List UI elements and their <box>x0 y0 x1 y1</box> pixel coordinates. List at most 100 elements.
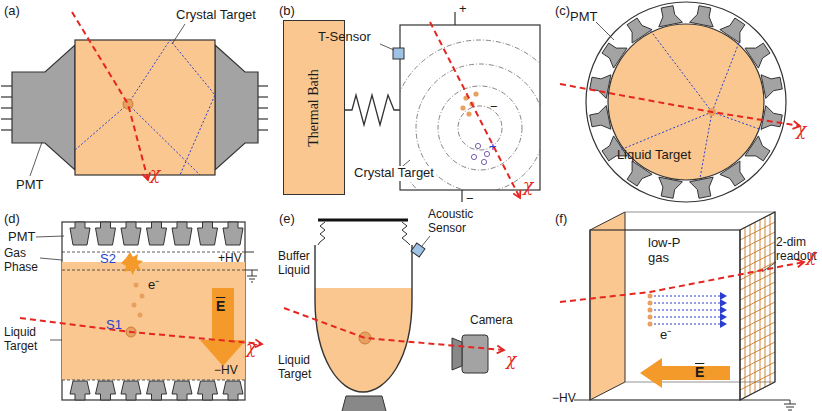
polarity-sign: + <box>459 2 467 17</box>
field-label: E <box>216 298 225 314</box>
pmt-pin <box>1 85 12 86</box>
pmt-symbol <box>147 381 167 400</box>
readout-grid <box>740 362 775 380</box>
readout-grid <box>740 372 775 390</box>
pmt-symbol <box>602 43 627 68</box>
particle-label: χ <box>506 350 516 370</box>
panel-label: (f) <box>555 212 567 227</box>
readout-grid <box>740 282 775 300</box>
polarity-sign: − <box>466 192 474 207</box>
readout-grid <box>740 342 775 360</box>
pmt-symbol <box>745 136 770 161</box>
panel-label: (b) <box>279 4 295 19</box>
panel-label: (d) <box>4 212 20 227</box>
pmt-symbol <box>590 106 611 130</box>
particle-label: χ <box>806 246 816 266</box>
signal-label: S1 <box>106 318 122 333</box>
pmt-symbol <box>745 43 770 68</box>
pmt-symbol <box>627 161 652 186</box>
panel-label: (e) <box>279 212 295 227</box>
charge-sign: + <box>489 140 497 155</box>
readout-grid <box>770 215 771 385</box>
part-label: Buffer Liquid <box>278 250 318 278</box>
pmt-symbol <box>223 381 243 400</box>
drift-arrow <box>654 295 726 296</box>
pmt-symbol <box>659 6 683 27</box>
part-label: Acoustic Sensor <box>428 208 490 236</box>
drift-arrow <box>654 323 726 324</box>
pmt-symbol <box>198 381 218 400</box>
part-label: T-Sensor <box>318 30 371 45</box>
panel-label: (c) <box>555 4 570 19</box>
particle-label: χ <box>523 176 533 196</box>
part-label: Gas Phase <box>4 247 40 275</box>
pmt-symbol <box>627 18 652 43</box>
readout-grid <box>740 352 775 370</box>
pmt-pin <box>1 107 12 108</box>
thermal-bath-box: Thermal Bath <box>283 20 345 195</box>
readout-grid <box>740 252 775 270</box>
pmt-symbol <box>761 106 782 130</box>
pmt-symbol <box>720 161 745 186</box>
readout-grid <box>740 302 775 320</box>
pmt-symbol <box>96 381 116 400</box>
pmt-symbol <box>147 222 167 245</box>
pmt-pin <box>258 107 268 108</box>
pmt-pin <box>1 96 12 97</box>
particle-label: χ <box>796 120 806 140</box>
drift-arrow <box>654 309 726 310</box>
readout-grid <box>740 242 775 260</box>
drift-arrow <box>654 316 726 317</box>
readout-grid <box>740 332 775 350</box>
pmt-symbol <box>96 222 116 245</box>
signal-label: S2 <box>100 252 116 267</box>
pmt-symbol <box>121 222 141 245</box>
electron-dot <box>648 301 653 306</box>
charge-label: e⁻ <box>148 278 159 293</box>
part-label: Liquid Target <box>4 326 50 354</box>
part-label: Crystal Target <box>352 166 436 181</box>
readout-grid <box>740 292 775 310</box>
voltage-label: −HV <box>552 392 576 406</box>
readout-grid <box>745 227 746 397</box>
pmt-symbol <box>690 6 714 27</box>
pmt-symbol <box>223 222 243 245</box>
pmt-symbol <box>172 222 192 245</box>
pmt-pin <box>258 96 268 97</box>
readout-grid <box>750 225 751 395</box>
pmt-symbol <box>172 381 192 400</box>
drift-arrow <box>654 302 726 303</box>
electron-dot <box>648 308 653 313</box>
pmt-symbol <box>761 75 782 99</box>
part-label: Camera <box>470 314 513 328</box>
panel-label: (a) <box>4 4 20 19</box>
part-label: Liquid Target <box>278 354 318 382</box>
part-label: Liquid Target <box>616 148 692 163</box>
electron-dot <box>648 315 653 320</box>
particle-label: χ <box>150 164 160 184</box>
pmt-symbol <box>659 177 683 198</box>
part-label: low-P gas <box>648 236 692 266</box>
readout-grid <box>740 312 775 330</box>
pmt-symbol <box>121 381 141 400</box>
electron-dot <box>648 322 653 327</box>
readout-grid <box>740 272 775 290</box>
field-label: E <box>695 364 704 380</box>
pmt-symbol <box>590 75 611 99</box>
charge-label: e⁻ <box>660 328 671 343</box>
readout-grid <box>740 322 775 340</box>
pmt-symbol <box>70 381 90 400</box>
part-label: Crystal Target <box>176 8 256 23</box>
part-label: PMT <box>8 230 35 245</box>
pmt-symbol <box>690 177 714 198</box>
readout-grid <box>760 220 761 390</box>
pmt-pin <box>258 85 268 86</box>
readout-grid <box>740 232 775 250</box>
pmt-pin <box>258 118 268 119</box>
electron-dot <box>648 294 653 299</box>
readout-grid <box>765 217 766 387</box>
readout-grid <box>740 222 775 240</box>
pmt-symbol <box>198 222 218 245</box>
pmt-pin <box>258 129 268 130</box>
